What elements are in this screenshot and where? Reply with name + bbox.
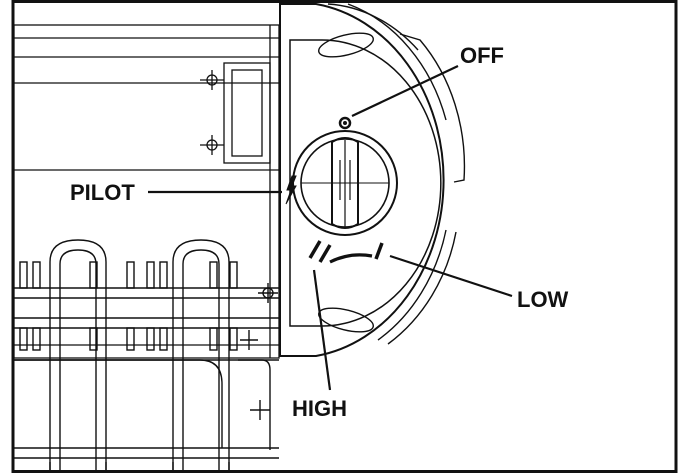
low-label: LOW <box>517 287 569 312</box>
lightning-bolt-icon <box>285 175 297 205</box>
off-label: OFF <box>460 43 504 68</box>
low-leader-line <box>389 254 513 298</box>
pilot-label: PILOT <box>70 180 135 205</box>
off-indicator-dot <box>338 116 352 130</box>
high-leader-line <box>312 269 332 391</box>
off-leader-line <box>351 65 459 117</box>
diagram-frame <box>11 0 678 473</box>
control-housing <box>279 3 466 357</box>
mounting-bracket <box>200 62 271 164</box>
high-label: HIGH <box>292 396 347 421</box>
grill-body <box>13 24 280 359</box>
control-knob <box>292 130 398 236</box>
grill-rack <box>14 239 279 470</box>
detent-marks <box>308 240 384 264</box>
